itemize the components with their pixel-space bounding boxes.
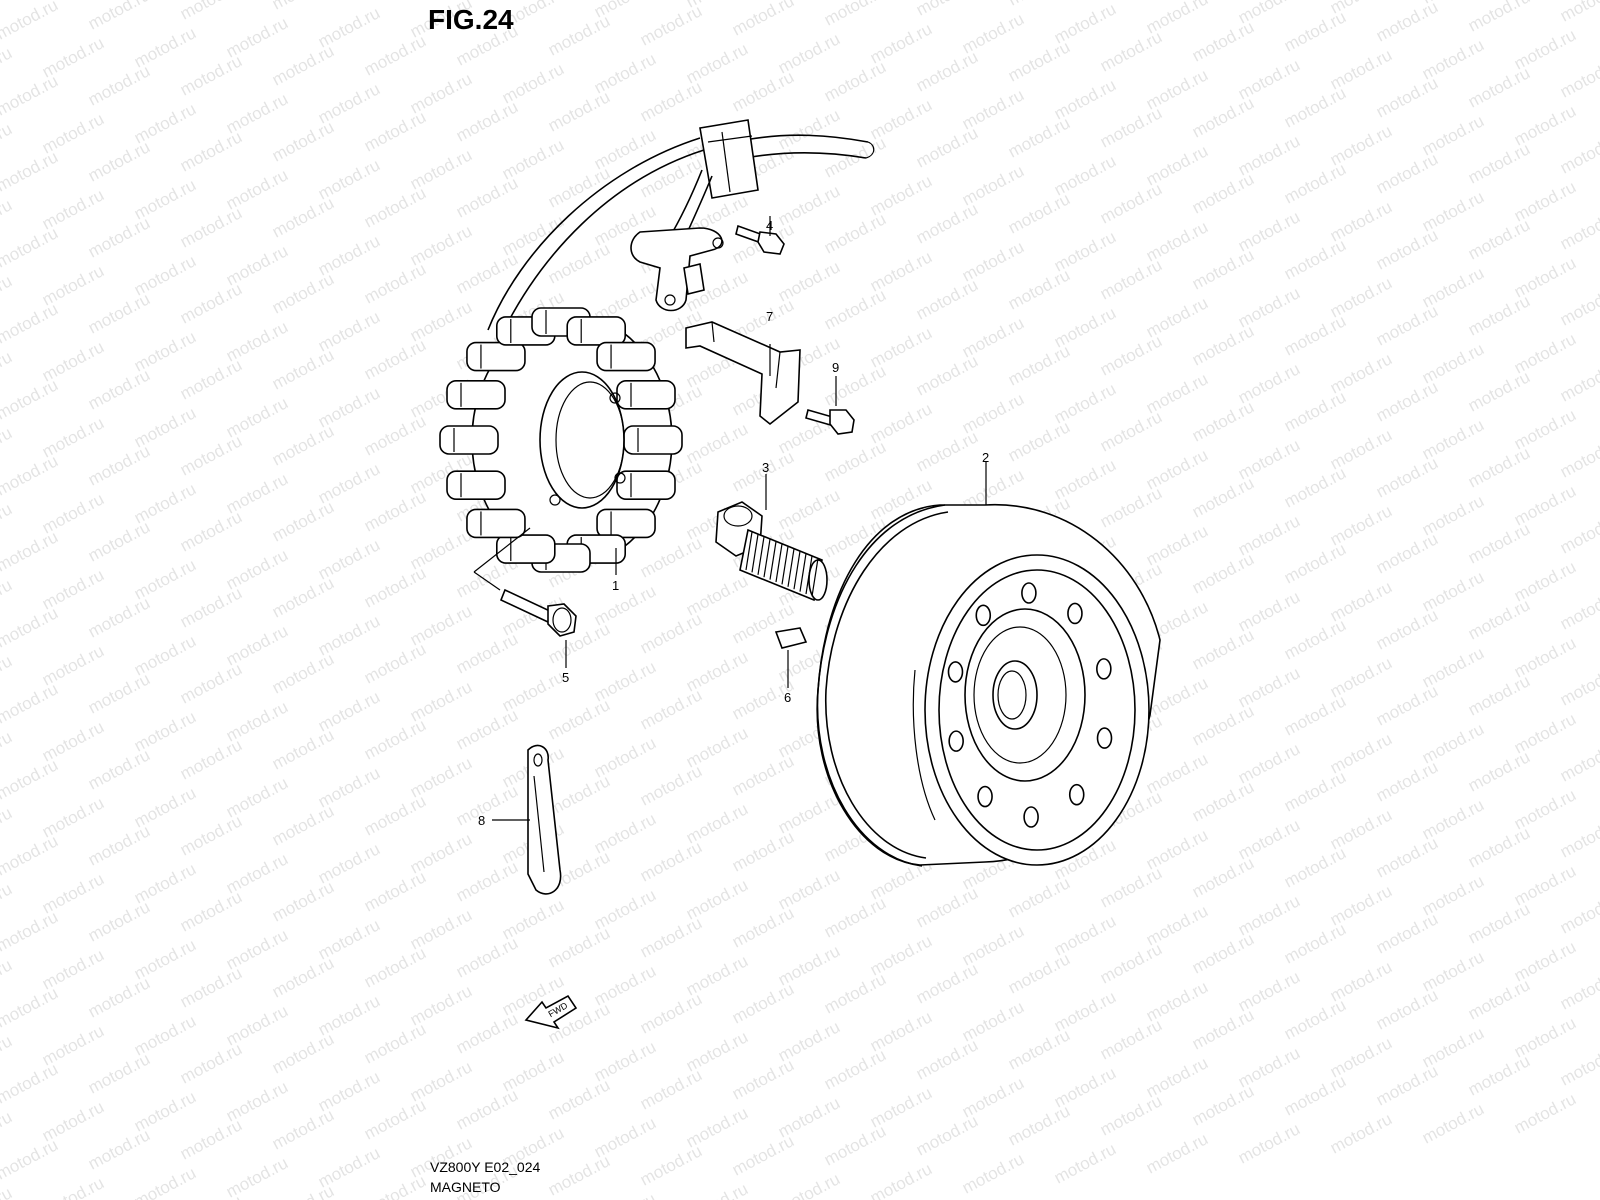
- callout-3: 3: [762, 460, 769, 475]
- clamp-strap: [527, 744, 562, 895]
- bolt-thread: [787, 548, 795, 587]
- callout-4: 4: [766, 218, 773, 233]
- rotor-hole: [977, 785, 993, 808]
- callout-2: 2: [982, 450, 989, 465]
- callout-7: 7: [766, 309, 773, 324]
- rotor-hole: [1096, 727, 1113, 749]
- woodruff-key: [774, 627, 808, 649]
- callout-9: 9: [832, 360, 839, 375]
- bolt-thread: [799, 553, 807, 592]
- bolt-thread: [793, 551, 801, 590]
- rotor-hole: [975, 604, 992, 627]
- bolt-thread: [769, 541, 777, 580]
- rotor-hole: [1023, 806, 1039, 828]
- pickup-bolt: [735, 224, 785, 255]
- stator-coil: [466, 341, 526, 372]
- bolt-thread: [775, 543, 783, 583]
- bolt-thread: [763, 539, 771, 578]
- clamp-bolt: [805, 409, 855, 435]
- callout-6: 6: [784, 690, 791, 705]
- rotor-hole: [1067, 602, 1083, 625]
- figure-title: FIG.24: [428, 4, 514, 35]
- rotor-bolt: [715, 501, 828, 602]
- bolt-thread: [757, 536, 765, 575]
- stator-coil: [596, 508, 656, 539]
- figure-code: VZ800Y E02_024: [430, 1159, 541, 1175]
- stator-coil: [446, 470, 506, 500]
- figure-name: MAGNETO: [430, 1179, 501, 1195]
- bolt-thread: [805, 555, 813, 595]
- callout-5: 5: [562, 670, 569, 685]
- callout-8: 8: [478, 813, 485, 828]
- fwd-arrow: FWD: [524, 994, 578, 1030]
- stator-coil: [566, 316, 627, 346]
- stator-coil: [439, 425, 499, 455]
- stator-coil: [616, 470, 676, 500]
- rotor-hole: [948, 730, 964, 752]
- stator-bolt: [499, 588, 577, 637]
- stator-coil: [446, 380, 506, 410]
- stator-coil: [495, 534, 556, 564]
- rotor-hole: [947, 661, 964, 683]
- stator-coil: [623, 425, 683, 455]
- stator-coil: [616, 380, 676, 410]
- rotor-hole: [1096, 658, 1112, 680]
- rotor-hole: [1068, 783, 1085, 806]
- stator-assembly: [439, 119, 875, 573]
- bolt-thread: [751, 534, 759, 573]
- rotor-flywheel: [816, 503, 1161, 867]
- callout-1: 1: [612, 578, 619, 593]
- bolt-thread: [745, 531, 753, 571]
- rotor-hole: [1021, 582, 1037, 604]
- bolt-thread: [781, 546, 789, 585]
- stator-coil: [466, 508, 526, 539]
- bolt-thread: [811, 558, 819, 597]
- stator-coil: [596, 341, 656, 372]
- leader-lines: [473, 216, 987, 821]
- clamp-plate: [685, 321, 801, 426]
